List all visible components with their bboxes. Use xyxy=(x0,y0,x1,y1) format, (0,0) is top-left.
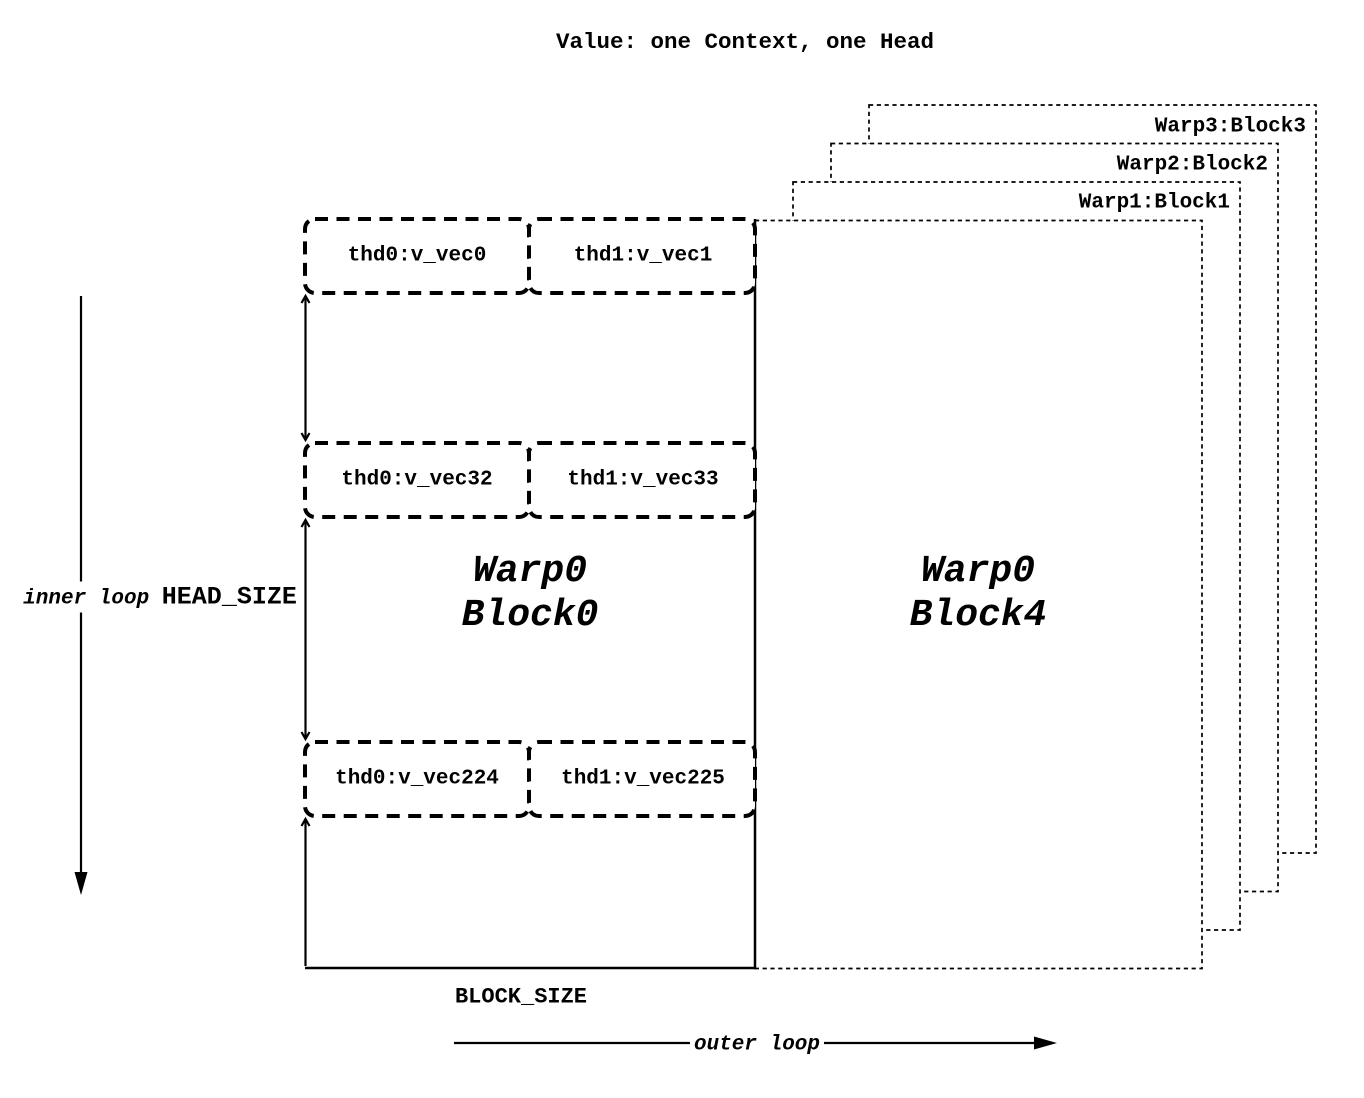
outer-loop-label: outer loop xyxy=(689,1033,825,1057)
warp0-block0-line2: Block0 xyxy=(461,594,599,637)
diagram-title: Value: one Context, one Head xyxy=(555,29,935,55)
thd-label-r1-right: thd1:v_vec1 xyxy=(573,244,713,268)
warp2-block2-label: Warp2:Block2 xyxy=(1116,153,1268,176)
inner-loop-axis-label: inner loop HEAD_SIZE xyxy=(19,581,301,613)
inner-loop-text: inner loop xyxy=(23,587,150,611)
thd-boxes xyxy=(303,217,757,818)
head-size-text: HEAD_SIZE xyxy=(161,582,297,612)
thd-label-r1-left: thd0:v_vec0 xyxy=(347,244,487,268)
warp1-block1-label: Warp1:Block1 xyxy=(1078,191,1230,214)
thd-label-r2-left: thd0:v_vec32 xyxy=(341,468,493,492)
thd-label-r3-right: thd1:v_vec225 xyxy=(561,767,725,791)
block-size-label: BLOCK_SIZE xyxy=(454,984,588,1010)
warp0-block0-fill xyxy=(305,219,755,968)
warp0-block4-line2: Block4 xyxy=(909,594,1047,637)
warp0-block0-line1: Warp0 xyxy=(472,550,588,593)
warp0-block4-rect xyxy=(754,219,1203,970)
stride-arrows xyxy=(300,293,311,966)
thd-label-r3-left: thd0:v_vec224 xyxy=(335,767,499,791)
thd-label-r2-right: thd1:v_vec33 xyxy=(567,468,719,492)
warp3-block3-label: Warp3:Block3 xyxy=(1154,115,1306,138)
warp0-block4-line1: Warp0 xyxy=(920,550,1036,593)
